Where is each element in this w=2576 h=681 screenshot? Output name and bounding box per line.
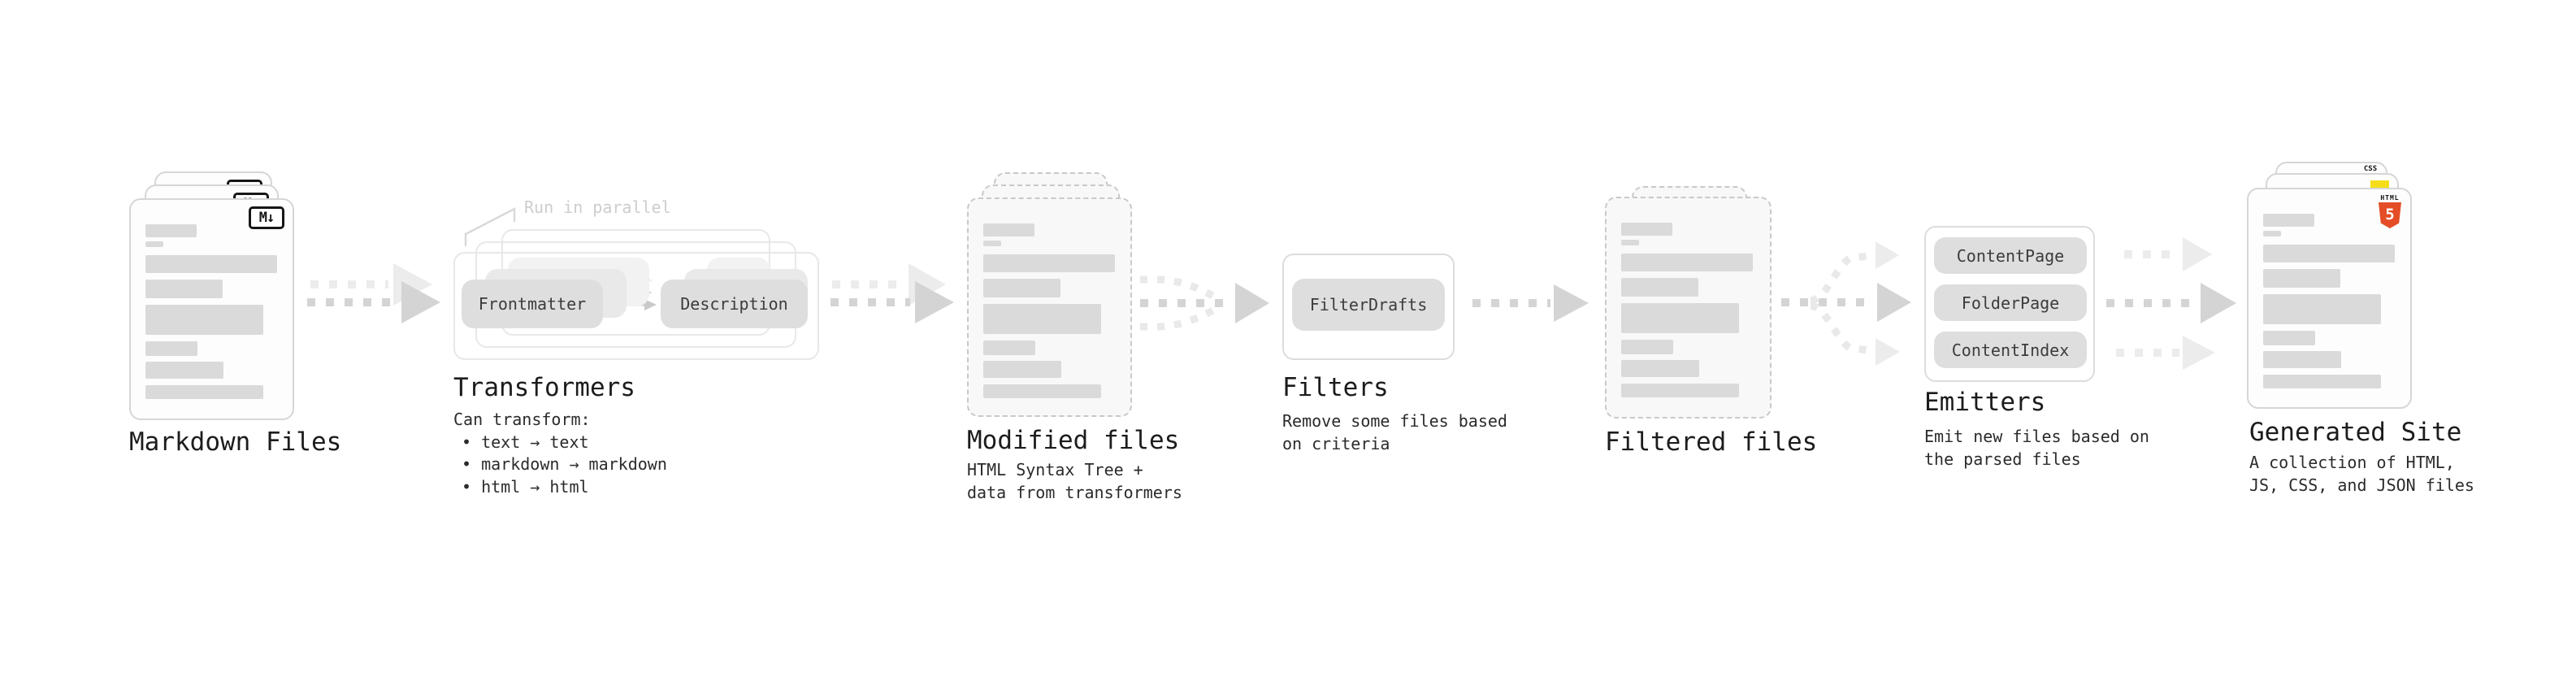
document-skeleton [969,199,1130,415]
html5-icon-label: HTML [2380,194,2400,202]
document-skeleton [131,200,293,419]
flow-arrow-markdown-to-transformers [307,263,440,323]
filters-label: Filters [1282,373,1389,402]
emitter-pill-contentpage: ContentPage [1934,237,2087,274]
flow-arrow-filters-to-filtered [1472,284,1589,322]
js-file-icon [2370,180,2389,189]
file-card-front [1605,197,1772,419]
emitters-description: Emit new files based on the parsed files [1924,426,2149,471]
filterdrafts-pill: FilterDrafts [1292,279,1445,331]
modified-files-description: HTML Syntax Tree + data from transformer… [967,459,1182,504]
emitter-pill-contentindex: ContentIndex [1934,332,2087,368]
generated-site-description: A collection of HTML, JS, CSS, and JSON … [2249,452,2474,497]
css-icon-label: CSS [2363,165,2378,173]
description-line: • html → html [462,476,589,497]
emitters-label: Emitters [1924,388,2046,417]
document-skeleton [2249,189,2410,407]
transformers-label: Transformers [453,373,635,402]
annotation-leader-line [464,206,516,246]
description-line: • text → text [462,432,589,452]
description-line: on criteria [1282,433,1390,453]
file-card-front: HTML 5 [2247,188,2412,409]
description-line: Emit new files based on [1924,427,2149,446]
transformers-description: Can transform: • text → text • markdown … [453,409,667,498]
filters-description: Remove some files based on criteria [1282,410,1507,455]
description-line: Remove some files based [1282,411,1507,431]
description-line: the parsed files [1924,449,2081,469]
flow-arrow-emitters-to-generated [2106,237,2236,370]
flow-arrow-transformers-to-modified [830,263,954,323]
transformer-panel-front [453,252,819,360]
description-line: • markdown → markdown [462,454,667,474]
document-skeleton [1607,198,1770,417]
file-card-front: M↓ [129,198,294,420]
description-pill: Description [661,280,808,328]
markdown-icon: M↓ [249,206,284,229]
modified-files-label: Modified files [967,426,1180,455]
description-line: HTML Syntax Tree + [967,460,1143,479]
description-line: A collection of HTML, [2249,453,2455,472]
emitter-pill-folderpage: FolderPage [1934,284,2087,321]
file-card-front [967,197,1132,417]
flow-arrow-filtered-to-emitters [1781,241,1911,366]
frontmatter-pill: Frontmatter [462,280,603,328]
description-line: data from transformers [967,482,1182,502]
html5-icon: HTML 5 [2379,194,2401,228]
generated-site-label: Generated Site [2249,418,2462,447]
description-line: Can transform: [453,410,591,429]
description-line: JS, CSS, and JSON files [2249,475,2474,495]
html5-icon-shield: 5 [2379,202,2401,228]
markdown-files-label: Markdown Files [129,427,342,457]
filtered-files-label: Filtered files [1605,427,1818,457]
flow-arrow-modified-to-filters [1140,275,1269,331]
run-in-parallel-annotation: Run in parallel [524,197,671,217]
